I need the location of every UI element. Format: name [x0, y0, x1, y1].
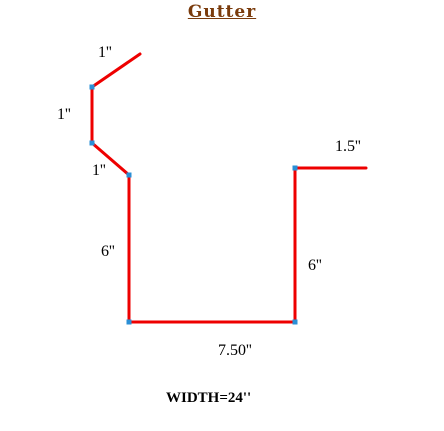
bend-point [292, 319, 298, 325]
diagram-title: Gutter [187, 2, 257, 22]
angled-segment-dimension: 1'' [92, 162, 106, 179]
top-lip-dimension: 1'' [98, 44, 112, 61]
width-note: WIDTH=24'' [166, 390, 252, 406]
top-lip-segment [90, 52, 142, 89]
bend-point [126, 172, 132, 178]
bend-point [126, 319, 132, 325]
bend-point [89, 140, 95, 146]
right-flange-dimension: 1.5'' [335, 138, 361, 155]
upper-side-dimension: 1'' [57, 106, 71, 123]
bend-point [292, 165, 298, 171]
left-wall-dimension: 6'' [101, 243, 115, 260]
right-wall-dimension: 6'' [308, 257, 322, 274]
bend-point [89, 84, 95, 90]
angled-segment [90, 141, 131, 177]
bottom-dimension: 7.50'' [218, 342, 252, 359]
